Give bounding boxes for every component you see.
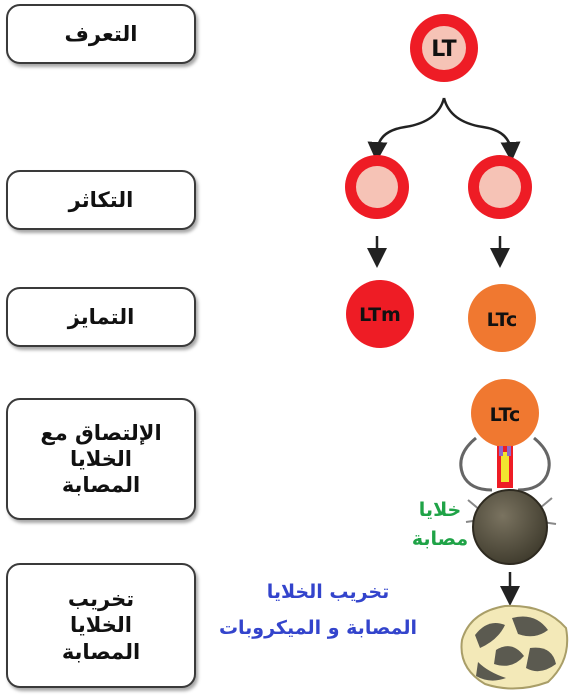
step-destruction-box: تخريب الخلايا المصابة	[6, 563, 196, 688]
proliferating-cell-left	[345, 155, 409, 219]
ltm-cell-label: LTm	[359, 304, 401, 326]
ltc-attached-label: LTc	[490, 404, 521, 426]
fragment-4	[526, 647, 556, 672]
destroyed-cell	[460, 604, 569, 690]
adhesion-arm-right	[517, 436, 551, 492]
receptor-purple	[499, 446, 503, 456]
branch-arrow-right	[442, 97, 521, 162]
destruction-label-line-1: تخريب الخلايا	[267, 581, 390, 603]
ltc-attached-body	[471, 379, 539, 447]
ltc-cell-body	[468, 284, 536, 352]
fragment-1	[475, 622, 505, 648]
step-proliferation-label: التكاثر	[68, 187, 134, 212]
step-adhesion-line-1: الإلتصاق مع	[40, 420, 162, 445]
ltc-cell: LTc	[468, 284, 536, 352]
branch-arrow-left	[367, 97, 446, 162]
step-recognition-label: التعرف	[64, 21, 138, 46]
adhesion-arm-left	[459, 436, 493, 492]
lt-cell: LT	[410, 14, 478, 82]
infected-label-line-2: مصابة	[412, 528, 468, 550]
lt-cell-core	[422, 26, 466, 70]
ltc-cell-label: LTc	[487, 309, 518, 331]
proliferating-cell-right-core	[479, 166, 521, 208]
infected-label-line-1: خلايا	[419, 499, 461, 521]
destruction-label-line-2: المصابة و الميكروبات	[219, 617, 417, 639]
step-adhesion-line-3: المصابة	[61, 473, 141, 498]
infected-cell	[465, 489, 557, 565]
receptor-yellow	[501, 452, 509, 482]
proliferating-cell-right	[468, 155, 532, 219]
step-differentiation-label: التمايز	[67, 304, 135, 329]
step-proliferation-box: التكاثر	[6, 170, 196, 230]
receptor-purple-2	[507, 446, 511, 456]
step-destruction-line-3: المصابة	[61, 639, 141, 664]
infected-cell-body	[472, 489, 548, 565]
step-destruction-line-2: الخلايا	[70, 613, 132, 638]
ltc-attached-cell: LTc	[471, 379, 539, 447]
step-adhesion-line-2: الخلايا	[70, 446, 132, 471]
fragment-3	[494, 646, 524, 666]
step-destruction-line-1: تخريب	[67, 587, 135, 612]
ltm-cell: LTm	[346, 280, 414, 348]
fragment-2	[512, 616, 548, 637]
fragment-5	[476, 662, 506, 681]
ltm-cell-body	[346, 280, 414, 348]
lt-cell-label: LT	[431, 37, 456, 62]
proliferating-cell-left-core	[356, 166, 398, 208]
step-recognition-box: التعرف	[6, 4, 196, 64]
step-adhesion-box: الإلتصاق مع الخلايا المصابة	[6, 398, 196, 520]
step-differentiation-box: التمايز	[6, 287, 196, 347]
